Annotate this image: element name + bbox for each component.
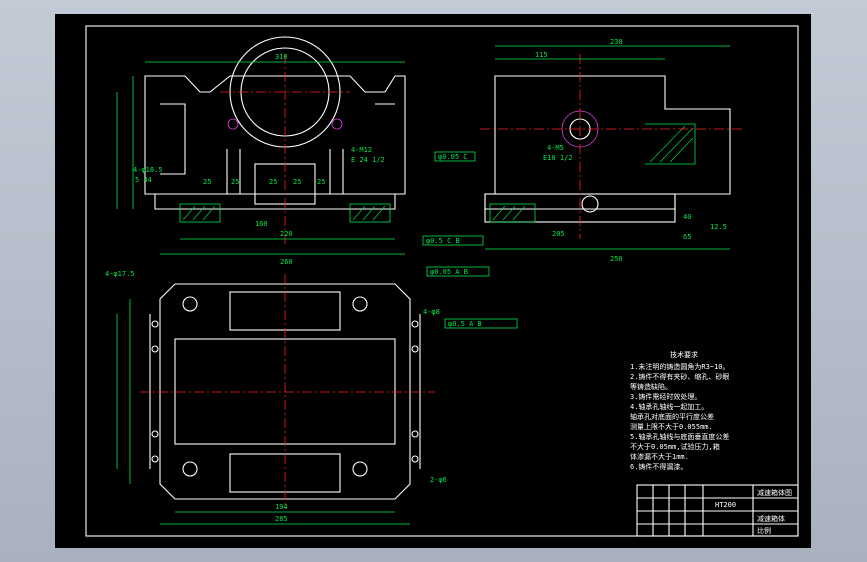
cad-drawing: 310 220 260 160 25 25 25 25 25 4-M12 E 2…	[85, 25, 799, 537]
note-line: 测量上限不大于0.055mm.	[630, 422, 713, 431]
title-drawing-name: 减速箱体	[757, 514, 785, 523]
title-material: HT200	[715, 501, 736, 509]
note-plan-hole: 4-φ17.5	[105, 270, 135, 278]
note-plan-pin: 2-φ6	[430, 476, 447, 484]
dim-front-width: 220	[280, 230, 293, 238]
title-scale: 比例	[757, 526, 771, 535]
dim-side-top: 230	[610, 38, 623, 46]
note-plan-bolt: 4-φ8	[423, 308, 440, 316]
dim-front-mid: 160	[255, 220, 268, 228]
note-line: 4.轴承孔轴线一起加工。	[630, 402, 708, 411]
tol-box-4: φ0.05 C	[438, 153, 468, 161]
note-thread-2b: E10 1/2	[543, 154, 573, 162]
plan-view	[116, 274, 435, 525]
note-line: 体渗漏不大于1mm.	[630, 452, 689, 461]
dim-front-total: 260	[280, 258, 293, 266]
notes-lines: 1.未注明的铸造圆角为R3~10。2.铸件不得有夹砂、缩孔、砂眼 等铸造缺陷。3…	[630, 362, 730, 471]
tol-box-3: φ0.5 C B	[426, 237, 460, 245]
drawing-frame	[85, 25, 799, 537]
notes-title: 技术要求	[670, 350, 698, 359]
dim-wall-5: 25	[317, 178, 325, 186]
note-hole-1b: 5 34	[135, 176, 152, 184]
note-thread-1b: E 24 1/2	[351, 156, 385, 164]
dim-plan-bottom-2: 285	[275, 515, 288, 523]
dim-side-total: 250	[610, 255, 623, 263]
dim-front-top: 310	[275, 53, 288, 61]
note-line: 1.未注明的铸造圆角为R3~10。	[630, 362, 730, 371]
side-view	[480, 45, 745, 250]
note-line: 不大于0.05mm,试验压力,箱	[630, 442, 720, 451]
note-line: 等铸造缺陷。	[630, 382, 672, 391]
note-thread-2: 4-M5	[547, 144, 564, 152]
title-company: 减速箱体图	[757, 488, 792, 497]
dim-side-right-1: 40	[683, 213, 691, 221]
note-line: 轴承孔对底面的平行度公差	[630, 412, 714, 421]
dim-wall-2: 25	[231, 178, 239, 186]
note-line: 5.轴承孔轴线与底面垂直度公差	[630, 432, 729, 441]
dim-wall-3: 25	[269, 178, 277, 186]
dim-wall-1: 25	[203, 178, 211, 186]
dim-side-right-3: 12.5	[710, 223, 727, 231]
note-thread-1: 4-M12	[351, 146, 372, 154]
title-block	[636, 484, 799, 537]
tol-box-1: φ0.05 A B	[430, 268, 468, 276]
note-line: 3.铸件需经时效处理。	[630, 392, 701, 401]
front-view	[116, 36, 406, 255]
dim-side-bottom: 205	[552, 230, 565, 238]
dim-side-right-2: 65	[683, 233, 691, 241]
note-line: 2.铸件不得有夹砂、缩孔、砂眼	[630, 372, 729, 381]
dim-side-mid: 115	[535, 51, 548, 59]
note-line: 6.铸件不得漏漆。	[630, 462, 687, 471]
dim-wall-4: 25	[293, 178, 301, 186]
tol-box-2: φ0.5 A B	[448, 320, 482, 328]
dim-plan-bottom-1: 194	[275, 503, 288, 511]
drawing-canvas: 310 220 260 160 25 25 25 25 25 4-M12 E 2…	[55, 14, 811, 548]
note-hole-1: 4-φ18.5	[133, 166, 163, 174]
